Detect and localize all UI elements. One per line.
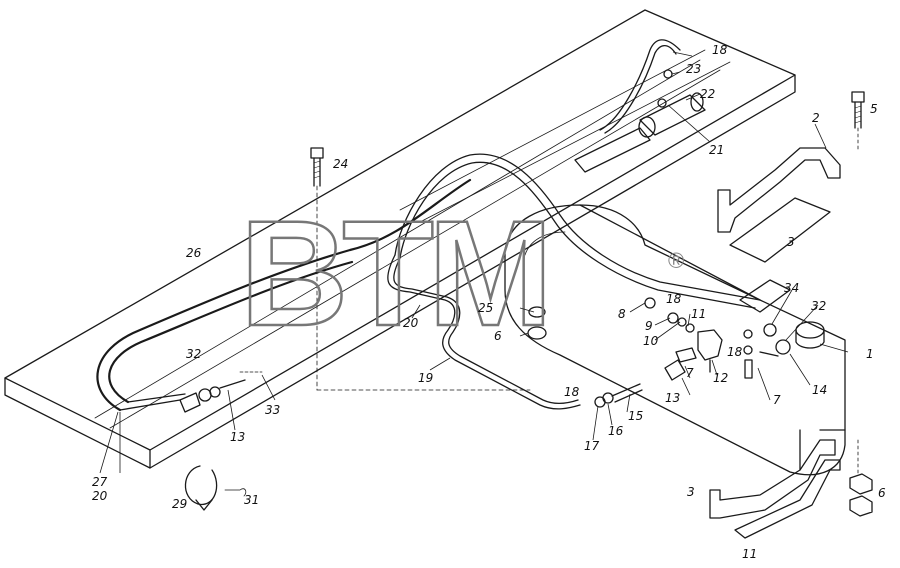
callout-18-bottom: 18	[564, 385, 580, 399]
callout-7-right: 7	[773, 393, 781, 407]
frame-rail	[4, 9, 796, 469]
callout-26: 26	[186, 246, 202, 260]
watermark-text: BTM	[240, 189, 547, 357]
upper-pipe	[394, 153, 761, 309]
bolt-5	[851, 91, 865, 151]
callout-16: 16	[608, 424, 624, 438]
watermark: BTM ®	[239, 188, 684, 359]
callout-labels: 1 2 3 3 5 6 6 7 7 8 9 10 11 11 12 13 13 …	[92, 43, 886, 561]
callout-18-fitting: 18	[666, 292, 682, 306]
callout-17: 17	[584, 439, 600, 453]
hose-clamp-parts	[179, 371, 263, 511]
callout-27: 27	[92, 475, 108, 489]
callout-14: 14	[812, 383, 827, 397]
tank-brackets	[709, 147, 841, 539]
callout-18-right: 18	[727, 345, 743, 359]
callout-32-right: 32	[811, 299, 826, 313]
bolt-24	[310, 147, 531, 391]
callouts	[99, 51, 849, 474]
callout-8: 8	[618, 307, 626, 321]
fuel-line-19	[387, 254, 581, 410]
nut-6-right	[849, 439, 873, 517]
callout-11-upper: 11	[691, 307, 706, 321]
callout-21: 21	[709, 143, 724, 157]
callout-3-upper: 3	[787, 235, 795, 249]
callout-20-lower: 20	[92, 489, 108, 503]
fitting-cluster	[594, 297, 791, 408]
callout-15: 15	[628, 409, 643, 423]
callout-7-center: 7	[686, 366, 694, 380]
callout-11-lower: 11	[742, 547, 757, 561]
callout-6-right: 6	[878, 486, 886, 500]
callout-20-upper: 20	[403, 316, 419, 330]
callout-29: 29	[172, 497, 187, 511]
callout-13-left: 13	[230, 430, 245, 444]
callout-18-top: 18	[712, 43, 728, 57]
callout-22: 22	[700, 87, 715, 101]
callout-3-lower: 3	[687, 485, 695, 499]
callout-12: 12	[713, 371, 728, 385]
callout-24: 24	[333, 157, 348, 171]
callout-25: 25	[478, 301, 493, 315]
watermark-registered-mark: ®	[668, 248, 684, 273]
callout-13-center: 13	[665, 391, 680, 405]
callout-9: 9	[645, 319, 653, 333]
callout-10: 10	[643, 334, 659, 348]
callout-2: 2	[812, 111, 820, 125]
callout-1: 1	[866, 347, 874, 361]
return-hose	[96, 178, 472, 412]
fuel-tank	[504, 204, 846, 476]
callout-32-left: 32	[186, 347, 201, 361]
callout-5: 5	[870, 102, 878, 116]
callout-34: 34	[784, 281, 799, 295]
callout-19: 19	[418, 371, 433, 385]
callout-6-left: 6	[494, 329, 502, 343]
fuel-filter-cylinder	[574, 92, 706, 173]
callout-33: 33	[265, 403, 280, 417]
feed-pipe-top	[599, 39, 681, 134]
callout-23: 23	[686, 62, 701, 76]
callout-31: 31	[244, 493, 259, 507]
